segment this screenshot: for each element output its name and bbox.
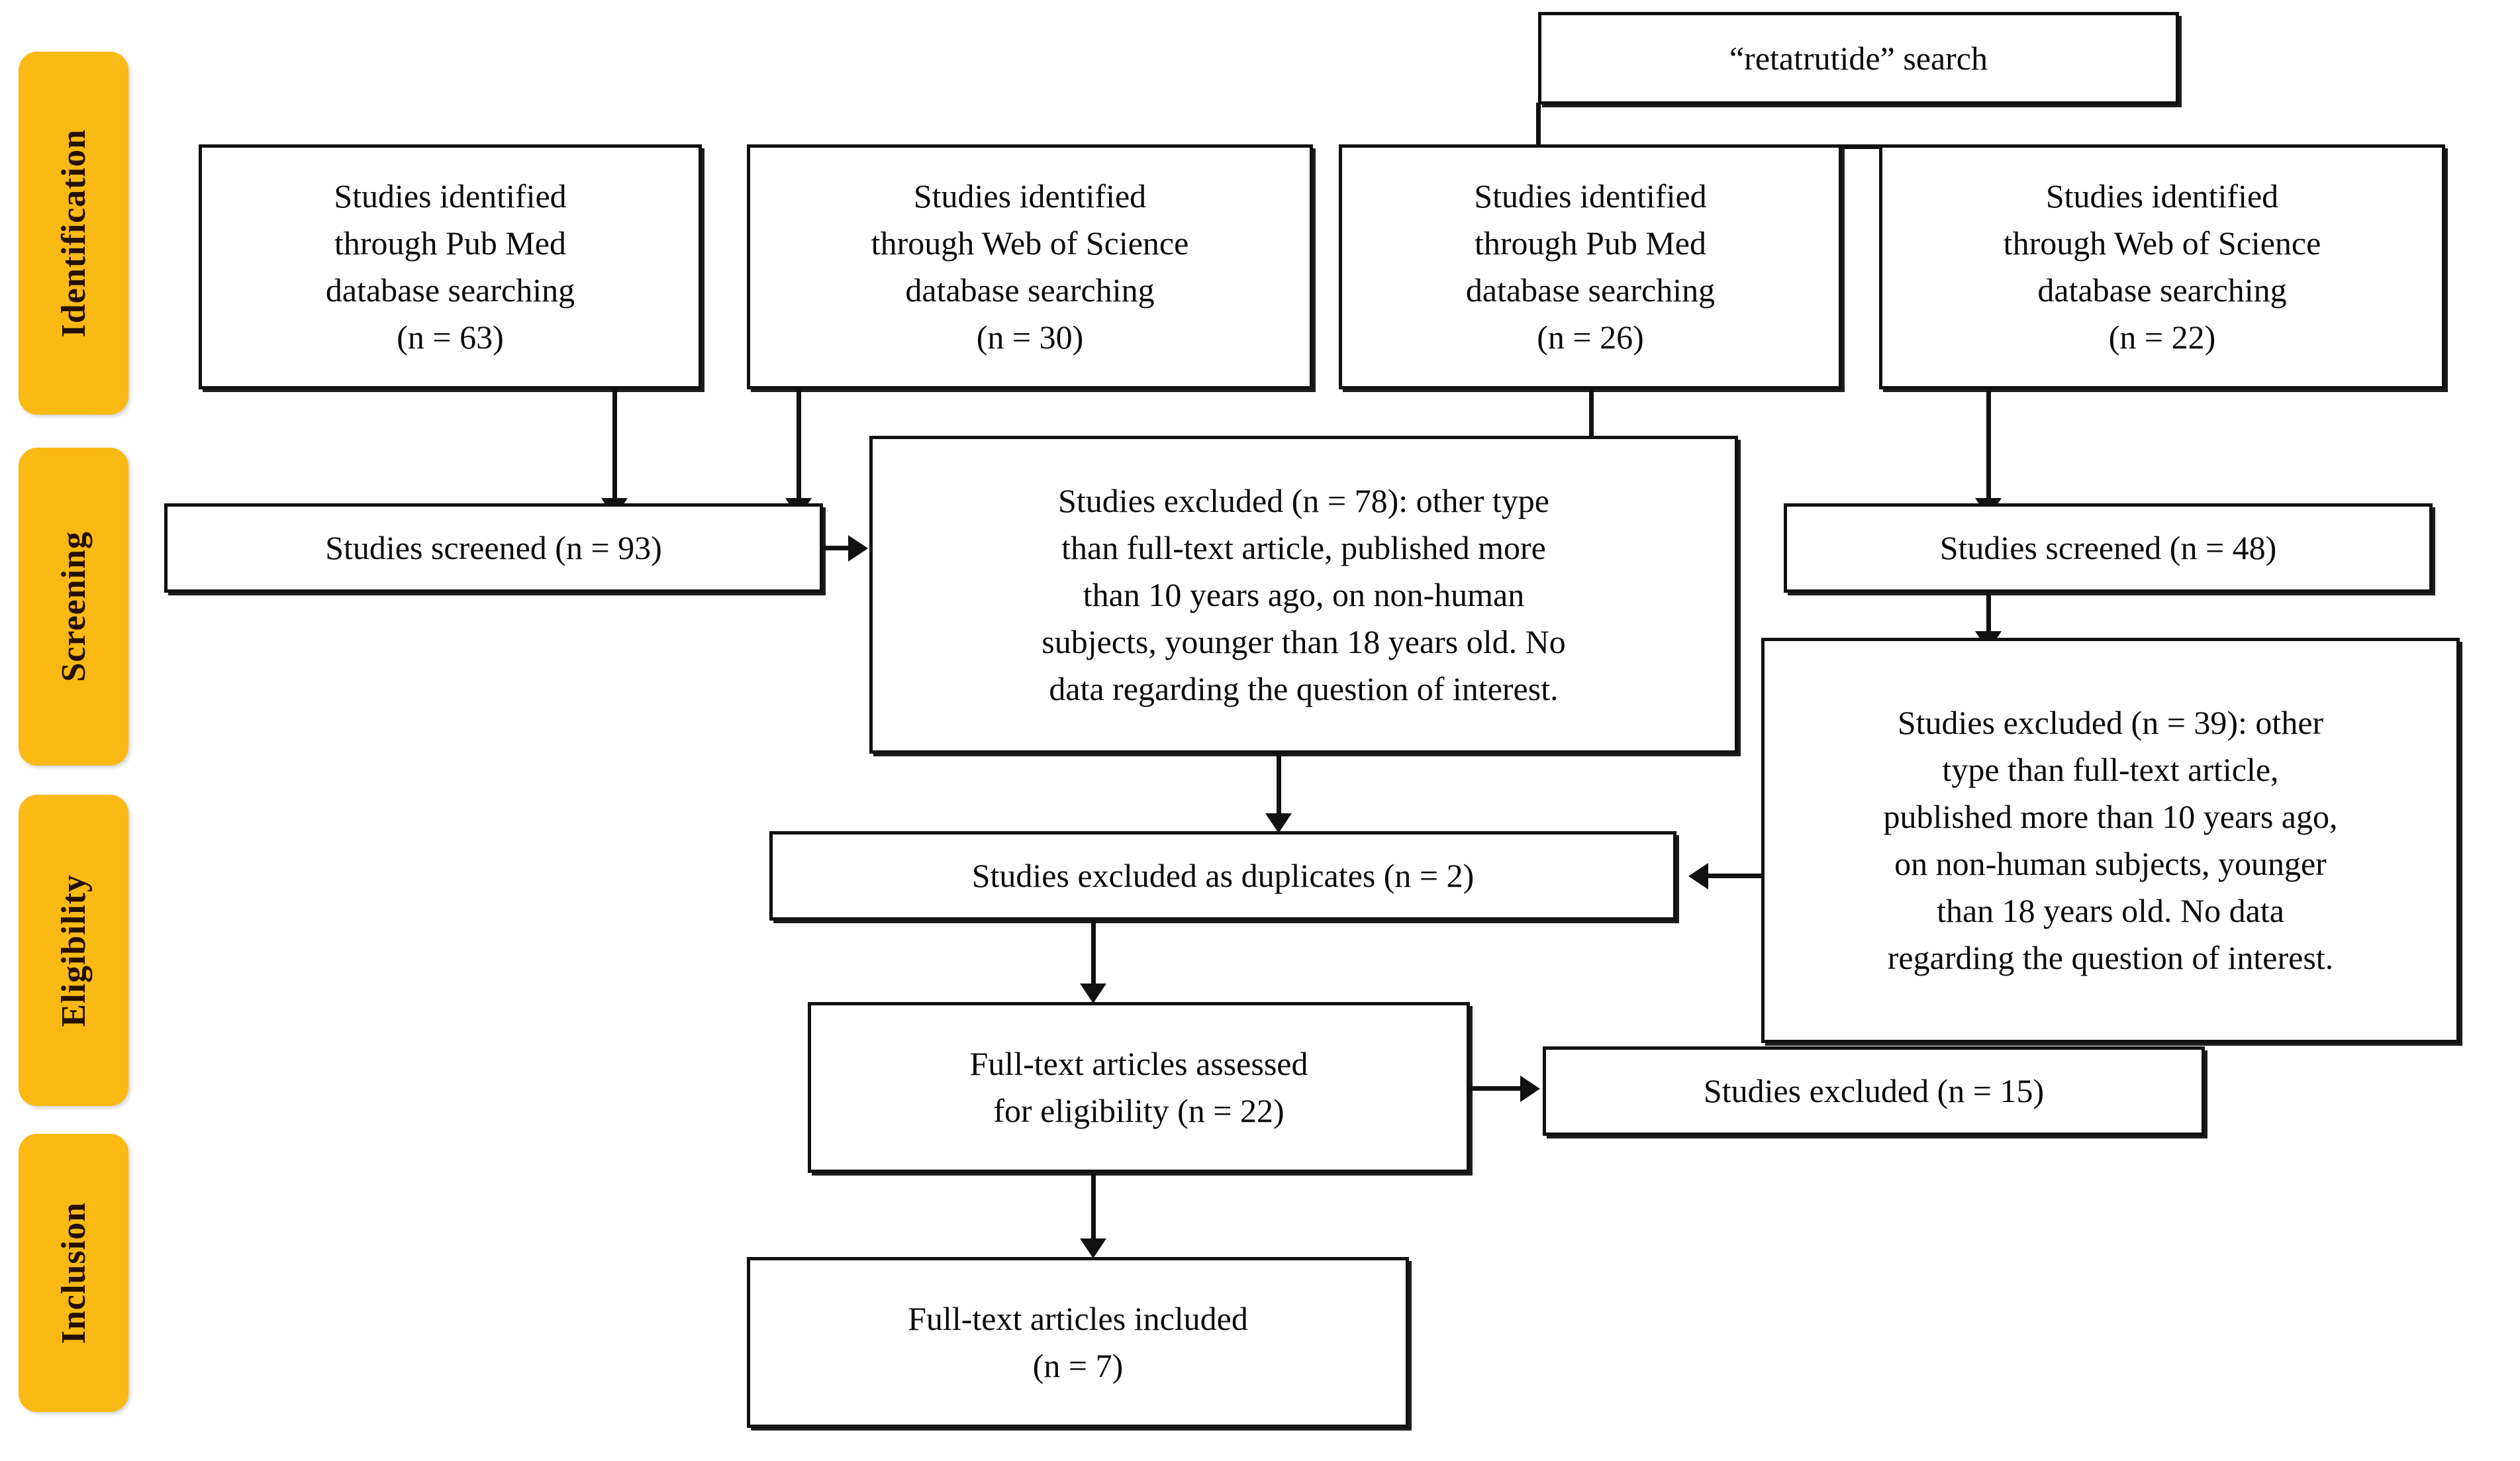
box-screened-left-text: Studies screened (n = 93) bbox=[325, 529, 662, 566]
connector-screened48-to-excluded39 bbox=[1986, 593, 1991, 638]
connector-fulltext-assessed-to-included bbox=[1091, 1173, 1096, 1244]
box-fulltext-assessed: Full-text articles assessed for eligibil… bbox=[808, 1002, 1470, 1173]
box-search-term-text: “retatrutide” search bbox=[1729, 39, 1988, 77]
stage-tab-eligibility: Eligibility bbox=[19, 795, 128, 1106]
connector-fulltext-assessed-to-excluded15 bbox=[1470, 1086, 1523, 1091]
box-excluded-duplicates: Studies excluded as duplicates (n = 2) bbox=[769, 831, 1676, 921]
box-screened-left: Studies screened (n = 93) bbox=[164, 503, 823, 593]
connector-search-to-right-sources-bar bbox=[1536, 144, 2178, 149]
stage-tab-screening: Screening bbox=[19, 448, 128, 766]
connector-screened93-to-excluded78 bbox=[823, 546, 851, 550]
stage-label-screening: Screening bbox=[54, 531, 93, 682]
connector-excluded39-to-duplicates bbox=[1708, 874, 1764, 878]
connector-excluded78-to-duplicates bbox=[1277, 754, 1281, 820]
stage-tab-inclusion: Inclusion bbox=[19, 1134, 128, 1412]
stage-label-eligibility: Eligibility bbox=[54, 874, 93, 1027]
arrowhead-screened93-to-excluded78 bbox=[848, 535, 868, 562]
box-search-term: “retatrutide” search bbox=[1538, 12, 2179, 105]
arrowhead-fulltext-assessed-to-excluded15 bbox=[1520, 1076, 1540, 1102]
box-excluded-duplicates-text: Studies excluded as duplicates (n = 2) bbox=[971, 857, 1475, 894]
connector-duplicates-to-fulltext-assessed bbox=[1091, 921, 1096, 990]
box-fulltext-included-text: Full-text articles included (n = 7) bbox=[908, 1300, 1248, 1384]
box-identified-pubmed-left: Studies identified through Pub Med datab… bbox=[199, 144, 702, 389]
stage-label-identification: Identification bbox=[54, 128, 93, 338]
box-excluded-right-text: Studies excluded (n = 39): other type th… bbox=[1883, 704, 2338, 976]
box-identified-wos-left-text: Studies identified through Web of Scienc… bbox=[871, 177, 1189, 356]
stage-label-inclusion: Inclusion bbox=[54, 1201, 93, 1344]
connector-search-to-right-sources-stem bbox=[1536, 103, 1541, 149]
box-excluded-eligibility-text: Studies excluded (n = 15) bbox=[1703, 1072, 2045, 1109]
connector-pubmed26-to-excluded78 bbox=[1589, 389, 1594, 448]
box-identified-pubmed-right: Studies identified through Pub Med datab… bbox=[1339, 144, 1842, 389]
box-excluded-left: Studies excluded (n = 78): other type th… bbox=[869, 436, 1738, 754]
box-excluded-eligibility: Studies excluded (n = 15) bbox=[1543, 1046, 2205, 1136]
box-screened-right-text: Studies screened (n = 48) bbox=[1939, 529, 2277, 566]
arrowhead-excluded39-to-duplicates bbox=[1688, 863, 1708, 889]
box-identified-wos-right-text: Studies identified through Web of Scienc… bbox=[2003, 177, 2321, 356]
box-screened-right: Studies screened (n = 48) bbox=[1784, 503, 2433, 593]
box-excluded-left-text: Studies excluded (n = 78): other type th… bbox=[1042, 481, 1566, 707]
stage-tab-identification: Identification bbox=[19, 52, 128, 415]
box-identified-pubmed-left-text: Studies identified through Pub Med datab… bbox=[325, 177, 575, 356]
arrowhead-fulltext-assessed-to-included bbox=[1080, 1238, 1106, 1258]
arrowhead-duplicates-to-fulltext-assessed bbox=[1080, 983, 1106, 1003]
connector-pubmed63-to-screened93 bbox=[612, 389, 617, 503]
box-fulltext-assessed-text: Full-text articles assessed for eligibil… bbox=[969, 1045, 1308, 1129]
box-excluded-right: Studies excluded (n = 39): other type th… bbox=[1761, 638, 2460, 1043]
connector-wos22-to-screened48 bbox=[1986, 389, 1991, 503]
box-identified-wos-left: Studies identified through Web of Scienc… bbox=[747, 144, 1313, 389]
box-fulltext-included: Full-text articles included (n = 7) bbox=[747, 1257, 1409, 1428]
arrowhead-excluded78-to-duplicates bbox=[1265, 813, 1292, 833]
box-identified-pubmed-right-text: Studies identified through Pub Med datab… bbox=[1465, 177, 1716, 356]
box-identified-wos-right: Studies identified through Web of Scienc… bbox=[1879, 144, 2445, 389]
connector-wos30-to-screened93 bbox=[797, 389, 801, 503]
